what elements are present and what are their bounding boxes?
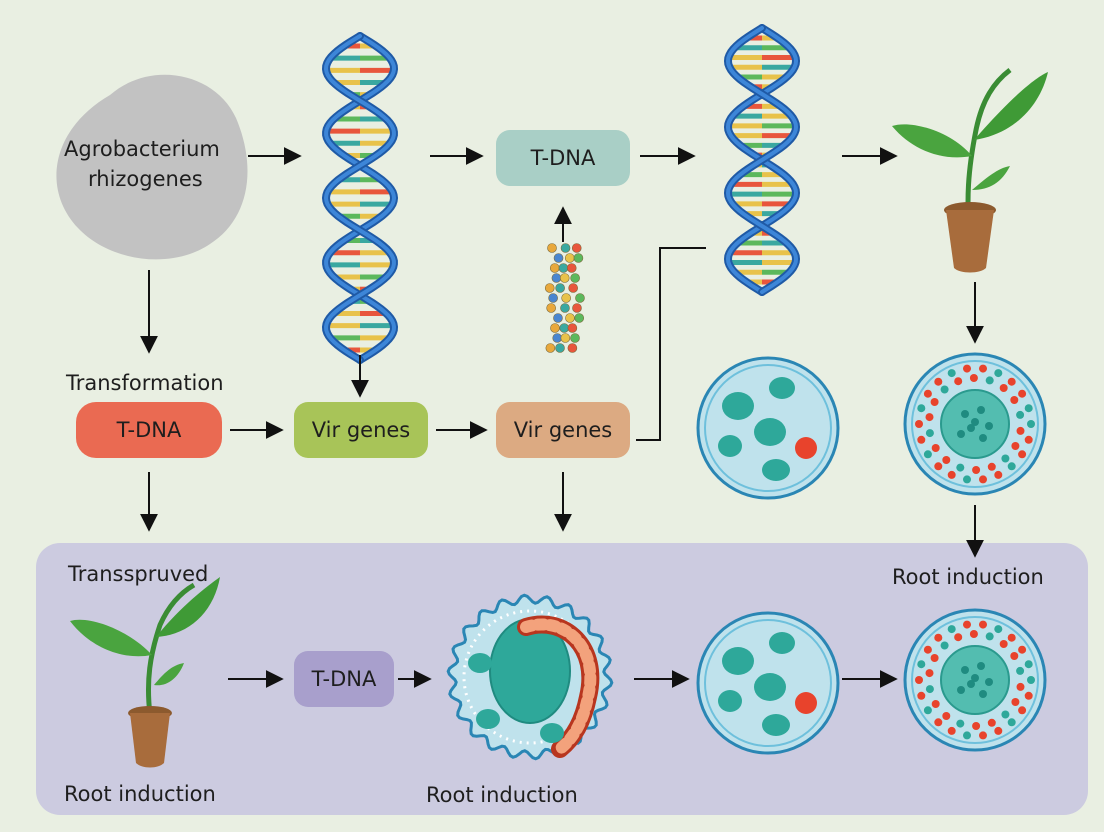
root-induction-bottom-left-label: Root induction (64, 782, 216, 806)
connector-line (636, 247, 706, 441)
cell-lower-plain (696, 611, 840, 755)
agrobacterium-blob (56, 74, 248, 260)
cell-dotted-upper (903, 352, 1047, 496)
tdna-red-box: T-DNA (76, 402, 222, 458)
root-induction-right-label: Root induction (892, 565, 1044, 589)
agrobacterium-label-line1: Agrobacterium (64, 137, 220, 161)
cell-upper-plain (696, 356, 840, 500)
agrobacterium-label-line2: rhizogenes (88, 167, 203, 191)
tdna-top-box: T-DNA (496, 130, 630, 186)
cell-dotted-lower (903, 608, 1047, 752)
vir-genes-green-box: Vir genes (294, 402, 428, 458)
vir-genes-tan-box: Vir genes (496, 402, 630, 458)
arrows (140, 147, 984, 688)
gene-cluster (544, 243, 585, 353)
transspruved-label: Transspruved (68, 562, 209, 586)
dna-helix-right (723, 24, 801, 296)
root-induction-bottom-mid-label: Root induction (426, 783, 578, 807)
tdna-purple-box: T-DNA (294, 651, 394, 707)
transformation-label: Transformation (66, 371, 224, 395)
cell-wavy-with-root (446, 593, 614, 761)
dna-helix-left (321, 32, 399, 364)
plant-top-right (892, 68, 1048, 273)
plant-bottom-left (70, 577, 220, 768)
